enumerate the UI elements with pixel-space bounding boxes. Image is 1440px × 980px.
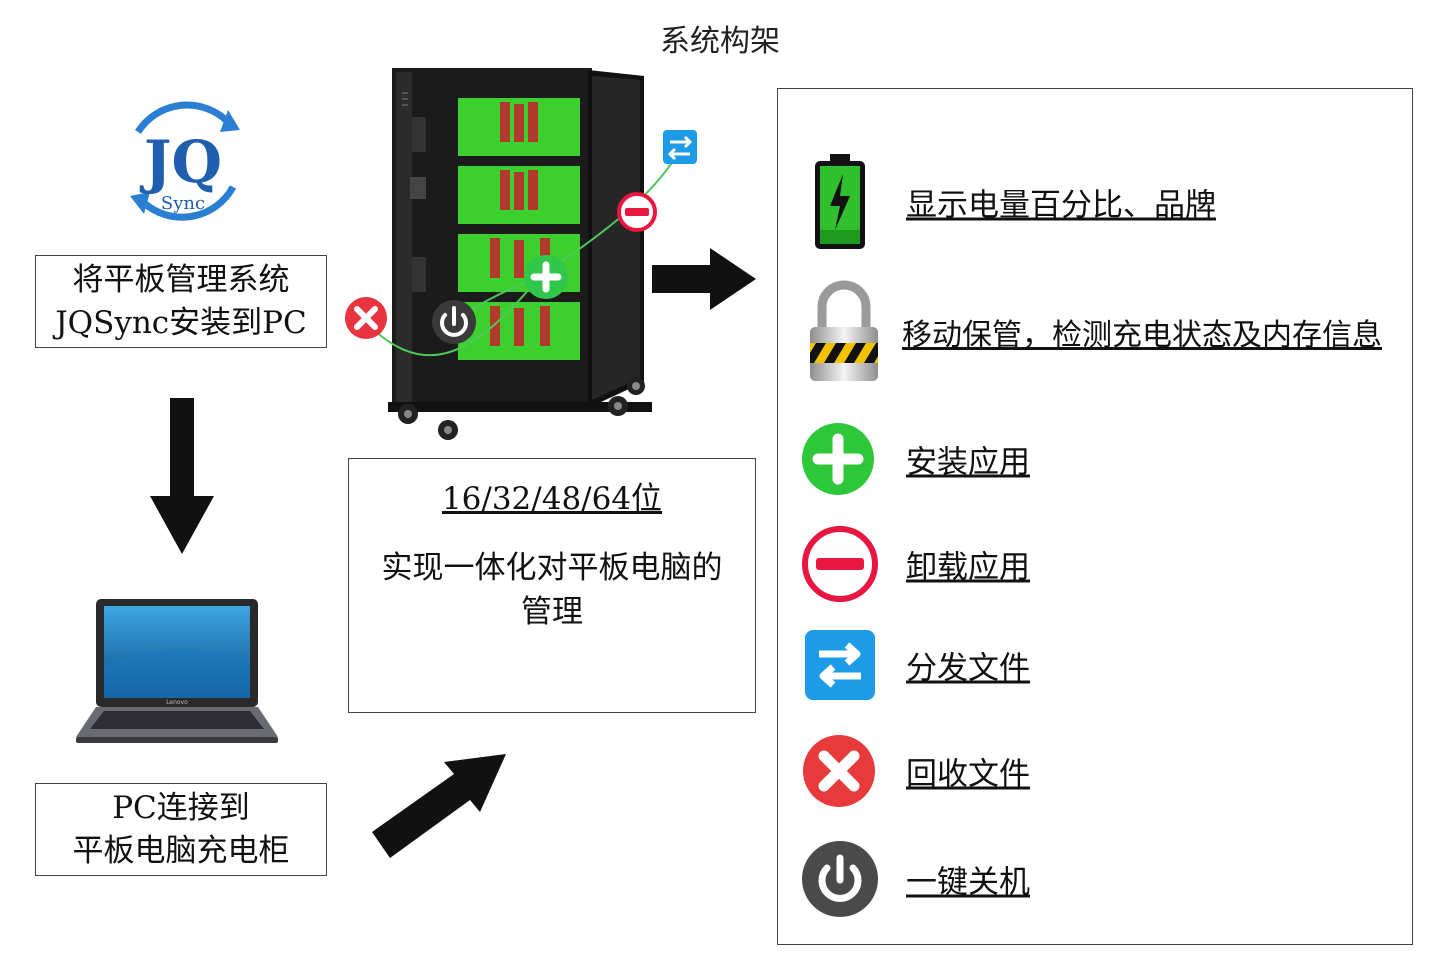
plus-circle-icon [800,421,876,497]
feature-item-uninstall: 卸载应用 [778,519,1414,609]
feature-label: 一键关机 [906,864,1030,901]
plus-circle-icon [524,255,568,299]
minus-circle-icon [800,524,880,604]
logo-wordmark: Sync [161,193,205,214]
down-arrow-icon [150,398,214,554]
connect-line2: 平板电脑充电柜 [72,833,290,869]
feature-item-recall: 回收文件 [778,726,1414,816]
feature-item-shutdown: 一键关机 [778,834,1414,924]
diagram-title: 系统构架 [660,24,780,59]
install-line1: 将平板管理系统 [72,262,290,298]
x-circle-icon [802,734,876,808]
description-line1: 实现一体化对平板电脑的 [381,550,723,586]
right-arrow-icon [652,248,756,312]
minus-circle-icon [617,192,657,232]
diagonal-arrow-icon [372,750,512,862]
transfer-icon [805,630,875,700]
feature-label: 移动保管，检测充电状态及内存信息 [902,318,1382,353]
feature-label: 显示电量百分比、品牌 [906,187,1216,224]
feature-item-battery: 显示电量百分比、品牌 [778,147,1414,257]
feature-label: 安装应用 [906,444,1030,481]
install-step-box: 将平板管理系统 JQSync安装到PC [35,255,327,348]
connect-step-box: PC连接到 平板电脑充电柜 [35,783,327,876]
power-icon [801,840,879,918]
laptop-image: Lenovo [74,597,280,747]
install-line2: JQSync安装到PC [55,305,307,341]
feature-label: 回收文件 [906,756,1030,793]
x-circle-icon [345,297,387,339]
logo-monogram: JQ [139,128,222,196]
capacity-description-box: 16/32/48/64位 实现一体化对平板电脑的 管理 [348,458,756,713]
description-text: 实现一体化对平板电脑的 管理 [349,546,755,634]
capacity-text: 16/32/48/64位 [441,481,663,517]
power-icon [432,300,476,344]
transfer-icon [663,130,697,164]
feature-item-security: 移动保管，检测充电状态及内存信息 [778,277,1414,387]
description-line2: 管理 [521,594,583,630]
feature-label: 卸载应用 [906,549,1030,586]
feature-list-panel: 显示电量百分比、品牌 [777,88,1413,945]
battery-icon [812,152,868,252]
charging-cabinet-image [340,62,710,447]
connect-line1: PC连接到 [112,790,250,826]
feature-item-install: 安装应用 [778,414,1414,504]
feature-item-distribute: 分发文件 [778,620,1414,710]
feature-label: 分发文件 [906,650,1030,687]
laptop-brand: Lenovo [166,699,188,706]
jqsync-logo: JQ Sync [108,92,258,232]
padlock-icon [804,277,884,387]
